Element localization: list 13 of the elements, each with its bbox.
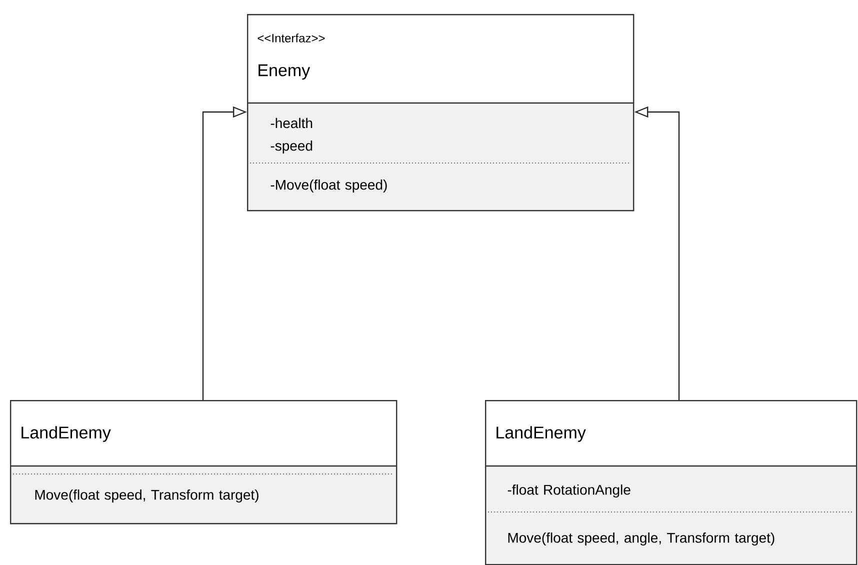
attribute: -float RotationAngle — [508, 484, 630, 498]
method: Move(float speed, Transform target) — [35, 489, 258, 503]
class-name: Enemy — [258, 64, 310, 80]
class-box — [247, 14, 634, 212]
method: -Move(float speed) — [270, 179, 387, 193]
class-name: LandEnemy — [496, 426, 586, 442]
class-box — [10, 400, 398, 524]
attribute: -health — [270, 118, 312, 128]
attribute: -speed — [270, 140, 312, 154]
class-name: LandEnemy — [22, 426, 111, 442]
method: Move(float speed, angle, Transform target) — [508, 532, 774, 546]
stereotype: <<Interfaz>> — [258, 34, 325, 42]
class-box — [485, 400, 858, 565]
